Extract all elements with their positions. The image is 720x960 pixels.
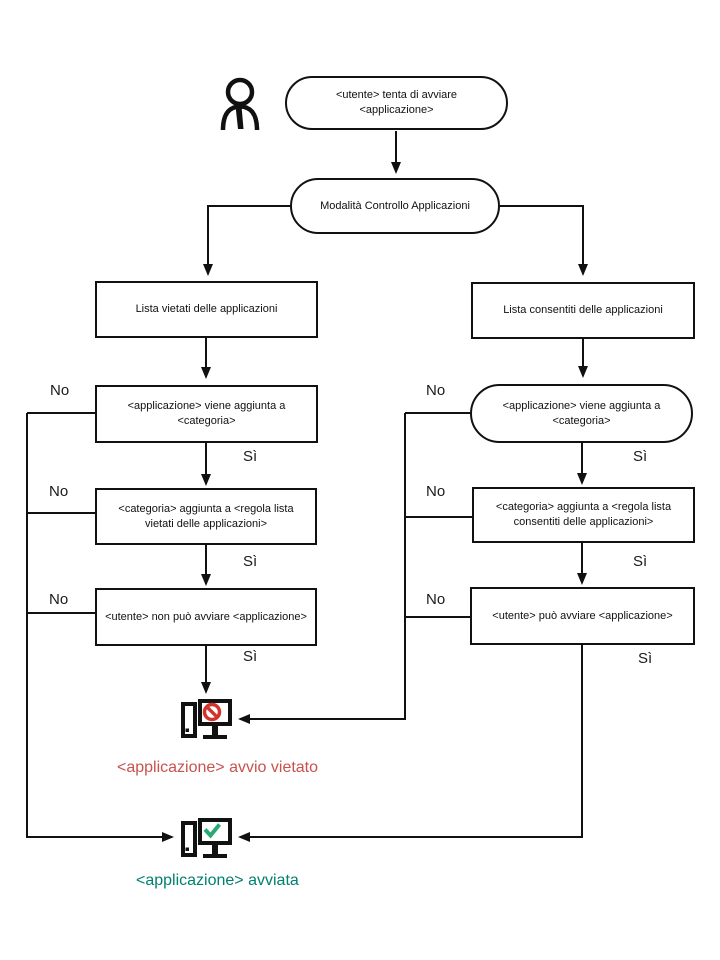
node-allow-category-added-to-rule: <categoria> aggiunta a <regola lista con… xyxy=(472,487,695,543)
node-allowlist: Lista consentiti delle applicazioni xyxy=(471,282,695,339)
deny-branch-yes-label-2: Sì xyxy=(243,553,258,570)
computer-blocked-icon xyxy=(181,699,232,739)
blocked-outcome-caption: <applicazione> avvio vietato xyxy=(117,759,319,776)
deny-branch-no-label-3: No xyxy=(49,591,69,608)
node-user-can-start: <utente> può avviare <applicazione> xyxy=(470,587,695,645)
node-user-attempts-start: <utente> tenta di avviare <applicazione> xyxy=(285,76,508,130)
check-icon xyxy=(203,823,222,839)
flow-arrows xyxy=(26,131,588,842)
node-denylist: Lista vietati delle applicazioni xyxy=(95,281,318,338)
node-user-cannot-start: <utente> non può avviare <applicazione> xyxy=(95,588,317,646)
deny-branch-no-label-2: No xyxy=(49,483,69,500)
computer-started-icon xyxy=(181,818,232,858)
allow-branch-yes-label-1: Sì xyxy=(633,448,648,465)
allow-branch-yes-label-2: Sì xyxy=(633,553,648,570)
allow-branch-no-label-2: No xyxy=(426,483,446,500)
node-application-control-mode: Modalità Controllo Applicazioni xyxy=(290,178,500,234)
deny-branch-no-label-1: No xyxy=(50,382,70,399)
deny-branch-yes-label-3: Sì xyxy=(243,648,258,665)
allow-branch-no-label-1: No xyxy=(426,382,446,399)
started-outcome-caption: <applicazione> avviata xyxy=(136,872,299,889)
node-allow-app-added-to-category: <applicazione> viene aggiunta a <categor… xyxy=(470,384,693,443)
allow-branch-yes-label-3: Sì xyxy=(638,650,653,667)
node-deny-category-added-to-rule: <categoria> aggiunta a <regola lista vie… xyxy=(95,488,317,545)
prohibition-icon xyxy=(202,702,222,722)
node-deny-app-added-to-category: <applicazione> viene aggiunta a <categor… xyxy=(95,385,318,443)
user-with-tie-icon xyxy=(220,77,260,131)
deny-branch-yes-label-1: Sì xyxy=(243,448,258,465)
allow-branch-no-label-3: No xyxy=(426,591,446,608)
